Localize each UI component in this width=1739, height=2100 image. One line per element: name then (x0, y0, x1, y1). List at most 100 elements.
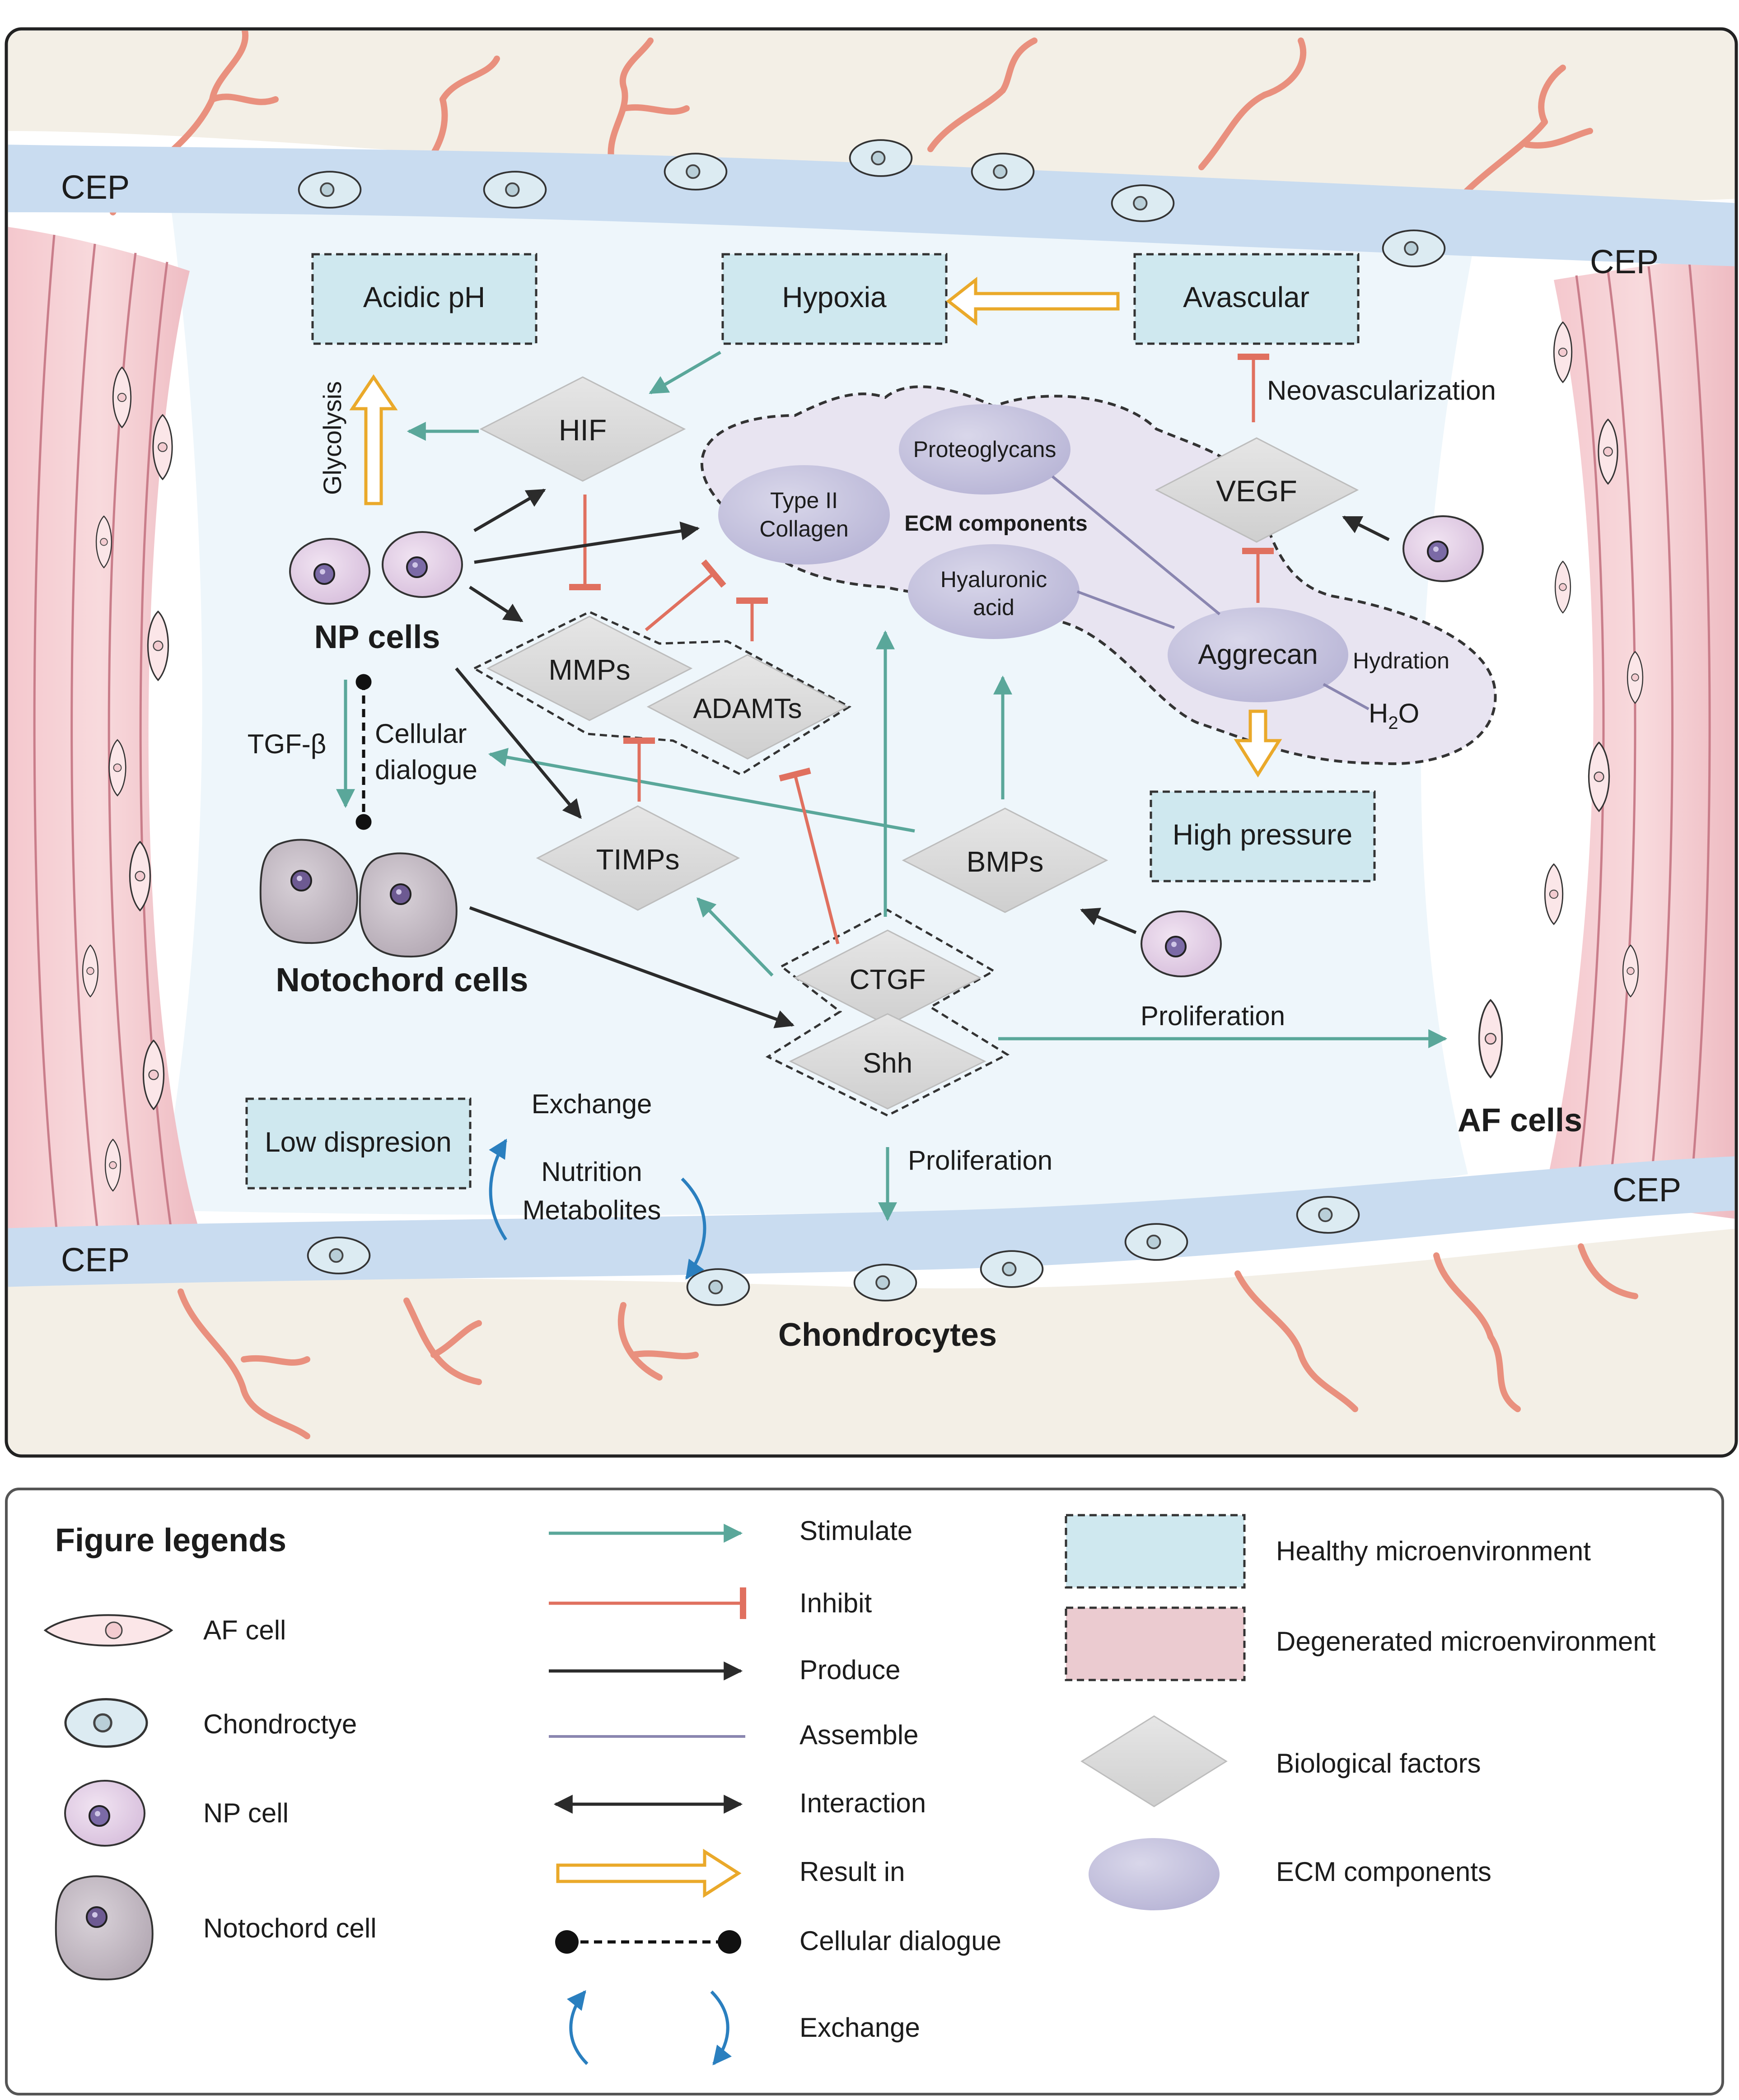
legend-title: Figure legends (55, 1522, 286, 1559)
legend-inhibit-label: Inhibit (799, 1588, 872, 1618)
legend-result-in-label: Result in (799, 1857, 905, 1887)
result-in-arrows (349, 276, 1282, 778)
ctgf-label: CTGF (850, 964, 926, 995)
chondrocytes-label: Chondrocytes (778, 1317, 997, 1353)
legend-assemble-label: Assemble (799, 1720, 918, 1750)
vegf-diamond (1155, 437, 1359, 543)
legend-healthy-label: Healthy microenvironment (1276, 1536, 1591, 1566)
mmps-adamts-group (472, 611, 851, 776)
np-cell-icon (1402, 515, 1484, 582)
glycolysis-label: Glycolysis (318, 381, 346, 495)
hydration-label: Hydration (1353, 648, 1449, 673)
avascular-label: Avascular (1183, 281, 1309, 313)
legend-exchange-label: Exchange (799, 2012, 920, 2043)
proteoglycans-ellipse (899, 404, 1071, 495)
legend-notochord-cell-label: Notochord cell (203, 1913, 377, 1943)
cellular-dialogue-label: dialogue (375, 755, 477, 785)
blood-vessels-bottom (178, 1243, 1638, 1439)
timps-diamond (536, 805, 740, 911)
shh-diamond (789, 1013, 986, 1110)
af-cells-label: AF cells (1458, 1102, 1582, 1139)
nutrition-label: Nutrition (541, 1157, 642, 1187)
aggrecan-ellipse (1168, 607, 1348, 702)
hyaluronic-ellipse (908, 544, 1080, 639)
legend-degenerated-label: Degenerated microenvironment (1276, 1626, 1656, 1657)
proliferation-right-label: Proliferation (1141, 1001, 1285, 1031)
np-cell-icon (1141, 910, 1222, 977)
main-panel: CEP CEP CEP CEP Acidic pH Hypoxia Avascu… (5, 27, 1738, 1458)
hyaluronic-label: acid (973, 595, 1014, 620)
bone-bottom (8, 1228, 1734, 1454)
legend-af-cell-icon (43, 1614, 173, 1647)
legend-result-in-arrow (556, 1848, 742, 1898)
hif-label: HIF (559, 413, 607, 447)
bmps-label: BMPs (967, 845, 1044, 878)
legend-biological-factor-diamond (1080, 1715, 1228, 1807)
collagen-label: Collagen (759, 516, 848, 541)
low-dispresion-box (245, 1097, 472, 1190)
legend-interaction-label: Interaction (799, 1788, 926, 1818)
hyaluronic-label: Hyaluronic (940, 567, 1047, 592)
ecm-components-label: ECM components (904, 512, 1087, 536)
legend-np-cell-label: NP cell (203, 1798, 289, 1828)
acidic-ph-box (311, 253, 538, 345)
legend-chondrocyte-label: Chondroctye (203, 1709, 357, 1739)
legend-np-cell-icon (64, 1780, 145, 1847)
collagen-ellipse (718, 465, 890, 565)
adamts-label: ADAMTs (693, 693, 802, 724)
legend-biological-factors-label: Biological factors (1276, 1748, 1481, 1778)
mmps-diamond (486, 616, 693, 721)
inhibit-lines (569, 354, 1274, 944)
legend-stimulate-label: Stimulate (799, 1516, 912, 1546)
legend-ecm-ellipse (1089, 1838, 1220, 1910)
cep-bottom-band (8, 1156, 1734, 1287)
avascular-box (1133, 253, 1360, 345)
proteoglycans-label: Proteoglycans (913, 437, 1056, 462)
aggrecan-label: Aggrecan (1198, 639, 1318, 670)
cep-label: CEP (61, 168, 130, 206)
legend-healthy-box (1065, 1514, 1246, 1589)
cep-label: CEP (61, 1241, 130, 1279)
h2o-label: H2O (1369, 698, 1419, 733)
cep-label: CEP (1590, 243, 1659, 280)
adamts-diamond (646, 654, 849, 760)
legend-panel: Figure legends AF cell Chondroctye NP ce… (5, 1488, 1724, 2095)
legend-ecm-components-label: ECM components (1276, 1857, 1491, 1887)
bmps-diamond (902, 807, 1108, 913)
produce-arrows (455, 488, 1390, 1028)
legend-af-cell-label: AF cell (203, 1615, 286, 1645)
collagen-label: Type II (770, 488, 838, 513)
legend-exchange-arrows (566, 1990, 732, 2066)
low-dispresion-label: Low dispresion (265, 1127, 452, 1158)
high-pressure-box (1150, 790, 1376, 882)
annulus-right (1545, 253, 1734, 1219)
legend-dot-icon (555, 1930, 579, 1954)
ctgf-shh-group (765, 909, 1010, 1117)
legend-cellular-dialogue-label: Cellular dialogue (799, 1926, 1001, 1956)
exchange-arrows (489, 1139, 706, 1280)
timps-label: TIMPs (596, 843, 680, 876)
np-cells-label: NP cells (314, 619, 440, 655)
legend-degenerated-box (1065, 1606, 1246, 1681)
assemble-lines (1052, 475, 1370, 710)
notochord-cells-label: Notochord cells (276, 961, 528, 999)
vegf-label: VEGF (1216, 474, 1297, 508)
cep-top-band (8, 145, 1734, 266)
proliferation-down-label: Proliferation (908, 1145, 1052, 1176)
mmps-label: MMPs (548, 653, 630, 686)
cellular-dialogue-label: Cellular (375, 719, 467, 749)
exchange-label: Exchange (532, 1089, 652, 1119)
neovascularization-label: Neovascularization (1267, 375, 1496, 406)
cep-label: CEP (1613, 1171, 1681, 1209)
metabolites-label: Metabolites (523, 1195, 661, 1225)
stimulate-arrows (336, 350, 1448, 1222)
high-pressure-label: High pressure (1173, 818, 1352, 851)
hif-diamond (479, 376, 686, 482)
legend-chondrocyte-icon (65, 1699, 147, 1747)
legend-dot-icon (718, 1930, 741, 1954)
acidic-ph-label: Acidic pH (363, 281, 485, 313)
hypoxia-box (721, 253, 948, 345)
legend-produce-label: Produce (799, 1655, 900, 1685)
hypoxia-label: Hypoxia (782, 281, 887, 313)
